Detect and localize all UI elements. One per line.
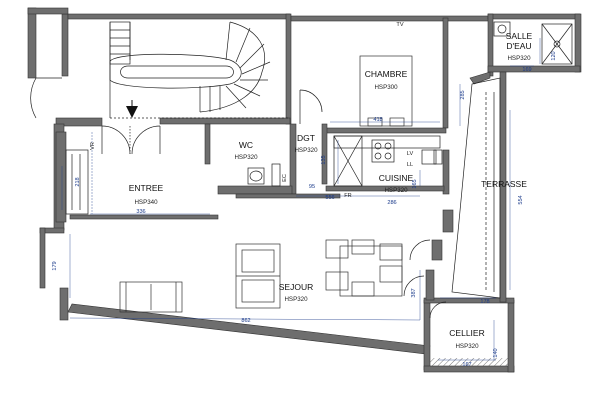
dim-135: 135 (321, 155, 327, 164)
wc-fixture (247, 163, 281, 187)
dim-95: 95 (309, 184, 315, 190)
dim-165: 165 (412, 179, 418, 188)
cellier-label: CELLIER (449, 328, 484, 338)
tv-symbol: TV (396, 22, 403, 28)
dim-167: 167 (462, 362, 471, 368)
chambre-bed (359, 55, 413, 127)
salle-deau-label-line1: SALLE (506, 31, 533, 41)
fridge-symbol: FR (344, 193, 351, 199)
dim-556: 556 (325, 195, 334, 201)
staircase (109, 21, 290, 119)
terrasse-label: TERRASSE (481, 179, 527, 189)
dim-178: 178 (480, 299, 489, 305)
ec-symbol: EC (282, 174, 288, 182)
cuisine-hsp: HSP320 (384, 187, 408, 194)
vr-symbol: VR (90, 142, 96, 150)
left-door[interactable] (30, 77, 62, 119)
sejour-dining-table (325, 239, 403, 297)
dim-120: 120 (551, 51, 557, 60)
dgt-hsp: HSP320 (294, 147, 318, 154)
wc-label: WC (239, 140, 253, 150)
kitchen-counter (333, 135, 443, 187)
dim-418: 418 (373, 117, 382, 123)
entree-hsp: HSP340 (134, 199, 158, 206)
dim-387: 387 (411, 288, 417, 297)
terrace-area (451, 77, 501, 299)
sejour-sofa (119, 281, 183, 313)
cellier-shelves (429, 301, 508, 366)
cellier-hsp: HSP320 (455, 343, 479, 350)
dim-218: 218 (75, 177, 81, 186)
wc-hsp: HSP320 (234, 154, 258, 161)
dimension-lines (61, 38, 541, 361)
exterior-walls (27, 7, 582, 373)
dim-285: 285 (460, 90, 466, 99)
sejour-hsp: HSP320 (284, 296, 308, 303)
salle-deau-label-line2: D'EAU (506, 41, 531, 51)
dim-169: 169 (522, 67, 531, 73)
cuisine-label: CUISINE (379, 173, 414, 183)
entry-arrow-icon (126, 106, 138, 118)
washer-symbol: LL (407, 162, 413, 168)
entree-closet (65, 149, 89, 215)
entree-label: ENTREE (129, 183, 164, 193)
dgt-label: DGT (297, 133, 315, 143)
dim-179: 179 (52, 261, 58, 270)
chambre-label: CHAMBRE (365, 69, 408, 79)
dim-554: 554 (518, 195, 524, 204)
entrance-door[interactable] (101, 125, 161, 155)
dishwasher-symbol: LV (407, 151, 414, 157)
dim-336: 336 (136, 209, 145, 215)
salle-deau-hsp: HSP320 (507, 55, 531, 62)
sejour-windows (403, 239, 431, 297)
chambre-door[interactable] (299, 89, 323, 124)
dim-286: 286 (387, 200, 396, 206)
dim-140: 140 (493, 348, 499, 357)
chambre-hsp: HSP300 (374, 84, 398, 91)
dim-862: 862 (241, 318, 250, 324)
bathroom-fixtures (493, 21, 573, 65)
sejour-armchair (235, 243, 281, 309)
sejour-label: SEJOUR (279, 282, 313, 292)
